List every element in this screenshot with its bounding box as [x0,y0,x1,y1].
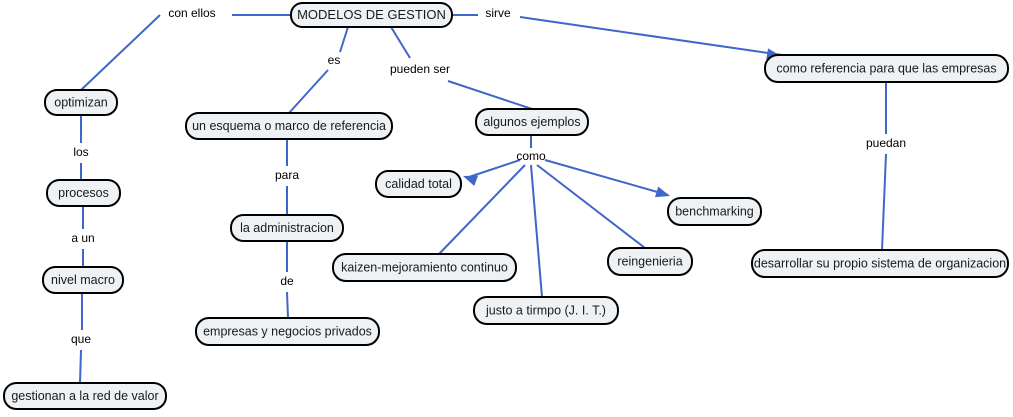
link-label: pueden ser [390,62,450,76]
node-box[interactable] [607,247,693,276]
node-gestionan[interactable]: gestionan a la red de valor [3,382,167,410]
link-line [79,349,82,384]
link-line [544,159,669,196]
node-box[interactable] [290,2,453,28]
node-box[interactable] [751,249,1009,278]
node-referencia[interactable]: como referencia para que las empresas [764,54,1009,83]
node-label: benchmarking [675,204,754,218]
node-benchmarking[interactable]: benchmarking [667,197,762,226]
node-calidad[interactable]: calidad total [375,170,462,198]
link-label: para [275,168,299,182]
node-box[interactable] [475,108,589,136]
link-label: de [280,274,294,288]
link-labels-layer: con ellos es pueden ser sirve los a un que para… [71,6,906,346]
node-label: la administracion [240,221,334,235]
node-label: calidad total [385,177,452,191]
node-label: justo a tirmpo (J. I. T.) [485,303,606,317]
node-box[interactable] [667,197,762,226]
link-line [339,26,349,53]
node-esquema[interactable]: un esquema o marco de referencia [185,112,393,140]
link-line [881,153,887,251]
node-label: un esquema o marco de referencia [192,119,386,133]
node-box[interactable] [764,54,1009,83]
node-procesos[interactable]: procesos [46,179,121,207]
node-box[interactable] [44,89,118,116]
arrow-head-icon [463,175,479,186]
link-line [447,80,533,110]
node-label: algunos ejemplos [483,115,580,129]
node-box[interactable] [375,170,462,198]
node-label: reingenieria [617,254,682,268]
node-box[interactable] [46,179,121,207]
node-kaizen[interactable]: kaizen-mejoramiento continuo [332,253,517,282]
link-label: que [71,332,91,346]
node-label: procesos [58,186,109,200]
node-label: empresas y negocios privados [203,324,372,338]
arrow-head-icon [655,186,670,198]
node-admin[interactable]: la administracion [230,214,344,242]
node-reingenieria[interactable]: reingenieria [607,247,693,276]
node-empresasneg[interactable]: empresas y negocios privados [195,317,380,346]
node-label: desarrollar su propio sistema de organiz… [754,256,1006,270]
node-root[interactable]: MODELOS DE GESTION [290,2,453,28]
node-label: como referencia para que las empresas [776,61,996,75]
link-label: puedan [866,136,906,150]
link-line [390,26,411,59]
link-label: es [328,53,341,67]
node-label: optimizan [54,95,108,109]
links-layer [79,14,887,384]
node-label: gestionan a la red de valor [11,389,158,403]
link-label: sirve [485,6,511,20]
node-ejemplos[interactable]: algunos ejemplos [475,108,589,136]
link-label: como [516,149,546,163]
node-box[interactable] [230,214,344,242]
nodes-layer: MODELOS DE GESTION optimizan procesos nivel… [3,2,1009,410]
link-line [286,291,289,319]
link-label: con ellos [168,6,215,20]
node-label: nivel macro [51,273,115,287]
link-line [80,14,161,91]
node-label: MODELOS DE GESTION [297,7,446,22]
link-line [536,164,646,249]
link-line [438,164,526,255]
arrow-head-icon [655,186,670,198]
node-box[interactable] [332,253,517,282]
link-line [519,16,783,56]
node-optimizan[interactable]: optimizan [44,89,118,116]
node-nivelmacro[interactable]: nivel macro [42,266,124,294]
link-line [530,164,543,298]
link-label: los [73,145,88,159]
node-box[interactable] [42,266,124,294]
node-box[interactable] [3,382,167,410]
link-line [288,69,329,114]
node-box[interactable] [195,317,380,346]
node-desarrollar[interactable]: desarrollar su propio sistema de organiz… [751,249,1009,278]
link-line [465,159,521,179]
node-label: kaizen-mejoramiento continuo [341,260,508,274]
link-label: a un [71,231,94,245]
node-box[interactable] [185,112,393,140]
node-jit[interactable]: justo a tirmpo (J. I. T.) [473,296,619,325]
arrow-head-icon [463,175,479,186]
node-box[interactable] [473,296,619,325]
